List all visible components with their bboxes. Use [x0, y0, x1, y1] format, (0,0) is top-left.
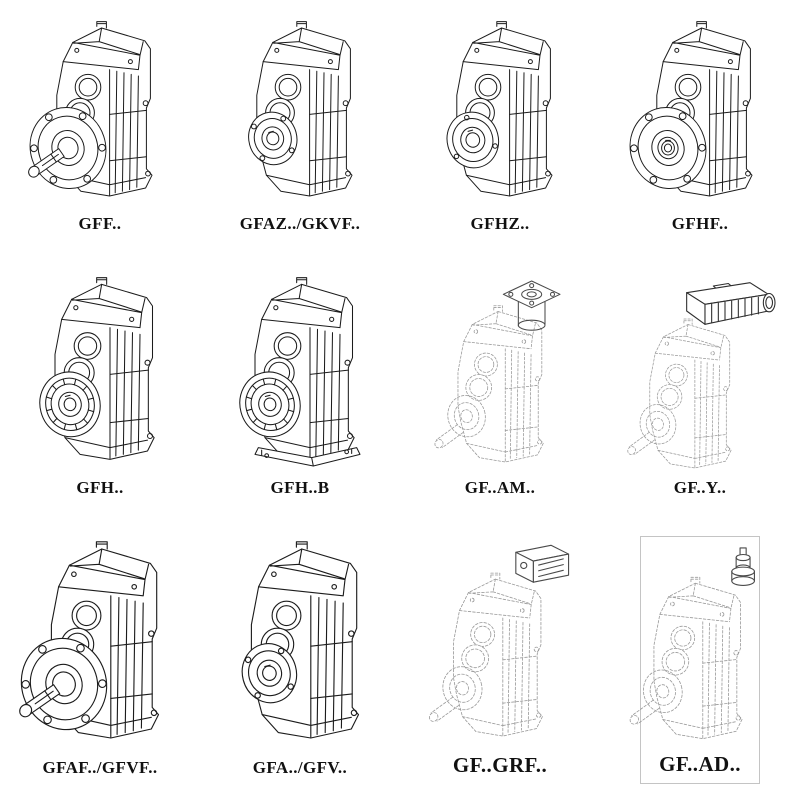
cell-gfa-gfv: GFA../GFV.. [235, 536, 360, 784]
drawing-gearbox-with-iec-adapter [412, 280, 561, 476]
cell-gfhz: GFHZ.. [440, 16, 560, 240]
gearbox-label: GFAZ../GKVF.. [239, 214, 361, 233]
gearbox-label: GFH.. [76, 478, 124, 497]
gearbox-label: GFA../GFV.. [252, 758, 348, 777]
gearbox-label: GFH..B [270, 478, 330, 497]
drawing-gearbox-with-input-shaft-adapter [606, 547, 755, 750]
cell-gfaz-gkvf: GFAZ../GKVF.. [240, 16, 360, 240]
drawing-hollow-shaft-boss-gearbox [32, 277, 155, 460]
housing-outline [256, 21, 353, 197]
drawing-flange-hollow-gearbox [619, 21, 753, 199]
housing-outline [456, 21, 553, 197]
ghost-housing [428, 573, 543, 736]
gearbox-label: GF..AM.. [464, 478, 536, 497]
gearbox-label: GF..GRF.. [452, 753, 548, 777]
cell-gfhf: GFHF.. [619, 16, 760, 240]
drawing-foot-mounted-gearbox [232, 277, 361, 467]
adapter-housing [515, 544, 570, 583]
cell-gff: GFF.. [19, 16, 160, 240]
gearbox-label: GF..AD.. [659, 752, 741, 776]
gearbox-label: GFHZ.. [470, 214, 530, 233]
housing-outline [250, 541, 360, 739]
drawing-small-flange-gearbox [242, 21, 353, 197]
cell-gfh-b: GFH..B [232, 272, 361, 504]
electric-motor [686, 282, 776, 325]
drawing-hollow-shaft-gearbox [440, 21, 553, 197]
gearbox-label: GFHF.. [671, 214, 729, 233]
drawing-small-flange-gearbox [235, 541, 360, 739]
drawing-gearbox-with-motor [612, 282, 776, 476]
drawing-flange-shaft-gearbox [19, 21, 153, 199]
cell-gfaf-gfvf: GFAF../GFVF.. [9, 536, 160, 784]
ghost-housing [626, 319, 731, 468]
gearbox-label: GFF.. [78, 214, 122, 233]
ghost-housing [628, 577, 742, 738]
gearbox-label: GF..Y.. [673, 478, 727, 497]
cell-gf-ad: GF..AD.. [640, 536, 760, 784]
drawing-gearbox-with-adapter-housing [406, 544, 570, 751]
cell-gf-grf: GF..GRF.. [440, 536, 570, 784]
cell-gf-y: GF..Y.. [640, 272, 776, 504]
input-shaft-adapter [731, 547, 755, 586]
ghost-housing [433, 306, 543, 462]
cell-gfh: GFH.. [32, 272, 160, 504]
drawing-flange-shaft-gearbox [9, 541, 160, 742]
gearbox-label: GFAF../GFVF.. [42, 758, 158, 777]
cell-gf-am: GF..AM.. [440, 272, 561, 504]
